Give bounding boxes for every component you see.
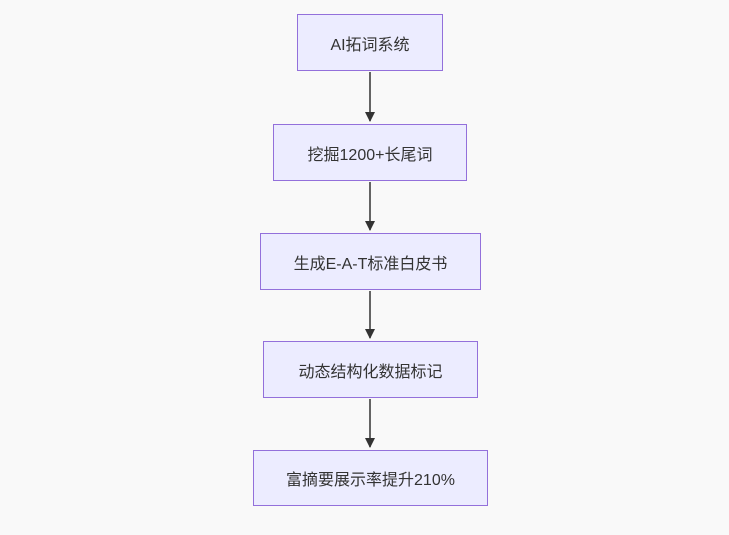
- flow-node-rich-snippet-rate-increase: 富摘要展示率提升210%: [253, 450, 488, 506]
- flow-node-label: AI拓词系统: [330, 36, 410, 54]
- flow-node-generate-eat-whitepaper: 生成E-A-T标准白皮书: [260, 233, 481, 290]
- flow-node-label: 富摘要展示率提升210%: [286, 472, 455, 489]
- flow-node-ai-word-expansion-system: AI拓词系统: [297, 14, 443, 71]
- flow-node-mine-longtail-keywords: 挖掘1200+长尾词: [273, 124, 467, 181]
- flow-node-label: 生成E-A-T标准白皮书: [293, 255, 448, 273]
- flow-node-dynamic-structured-data-markup: 动态结构化数据标记: [263, 341, 478, 398]
- flow-node-label: 挖掘1200+长尾词: [307, 146, 433, 164]
- flow-node-label: 动态结构化数据标记: [298, 363, 443, 381]
